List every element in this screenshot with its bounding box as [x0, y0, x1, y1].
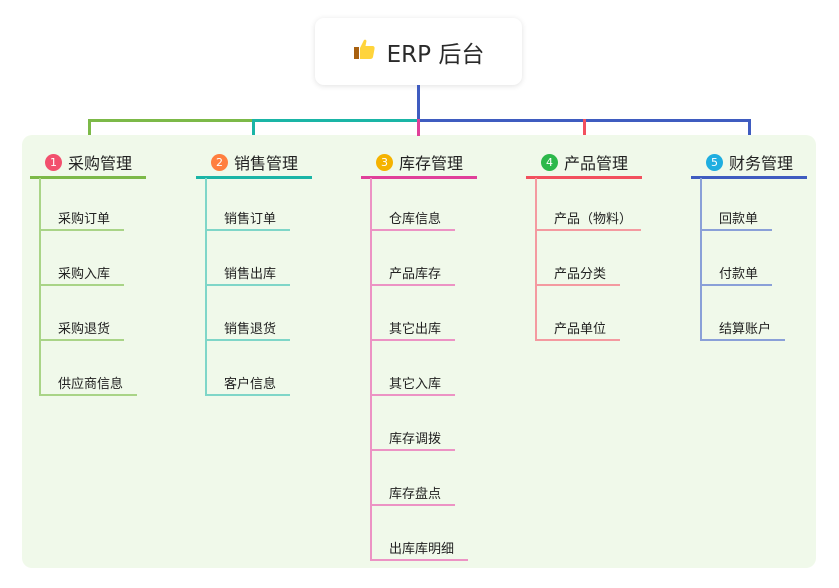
connector-horizontal [89, 119, 254, 122]
list-item[interactable]: 结算账户 [719, 322, 772, 337]
list-item[interactable]: 库存调拨 [389, 432, 442, 447]
item-underline [205, 394, 290, 396]
item-underline [39, 394, 137, 396]
item-underline [205, 339, 290, 341]
item-underline [39, 229, 124, 231]
list-item[interactable]: 客户信息 [224, 377, 277, 392]
list-item[interactable]: 其它出库 [389, 322, 442, 337]
number-badge: 4 [541, 153, 558, 171]
branch-label: 销售管理 [234, 154, 299, 173]
list-item[interactable]: 供应商信息 [58, 377, 124, 392]
list-item[interactable]: 仓库信息 [389, 212, 442, 227]
connector-root-trunk [417, 85, 420, 121]
branch-spine [39, 178, 41, 395]
item-underline [535, 339, 620, 341]
list-item[interactable]: 产品（物料） [554, 212, 633, 227]
item-underline [205, 229, 290, 231]
number-badge: 1 [45, 153, 62, 171]
branch-label: 库存管理 [399, 154, 464, 173]
item-underline [535, 229, 641, 231]
item-underline [370, 504, 455, 506]
item-underline [370, 394, 455, 396]
connector-drop [748, 119, 751, 135]
list-item[interactable]: 产品分类 [554, 267, 607, 282]
list-item[interactable]: 付款单 [719, 267, 759, 282]
list-item[interactable]: 出库库明细 [389, 542, 455, 557]
item-underline [700, 229, 772, 231]
item-underline [39, 339, 124, 341]
list-item[interactable]: 采购退货 [58, 322, 111, 337]
list-item[interactable]: 销售退货 [224, 322, 277, 337]
branch-underline [361, 176, 477, 179]
diagram-background [22, 135, 816, 568]
branch-label: 采购管理 [68, 154, 133, 173]
branch-label: 财务管理 [729, 154, 794, 173]
branch-label: 产品管理 [564, 154, 629, 173]
thumbs-up-icon [353, 37, 377, 67]
branch-header[interactable]: 2 销售管理 [211, 150, 298, 174]
branch-underline [526, 176, 642, 179]
connector-drop [252, 119, 255, 135]
branch-header[interactable]: 4 产品管理 [541, 150, 628, 174]
list-item[interactable]: 销售订单 [224, 212, 277, 227]
root-title: ERP 后台 [386, 41, 485, 68]
item-underline [39, 284, 124, 286]
branch-spine [205, 178, 207, 395]
connector-horizontal [253, 119, 419, 122]
item-underline [700, 339, 785, 341]
connector-drop [88, 119, 91, 135]
item-underline [205, 284, 290, 286]
root-node[interactable]: ERP 后台 [315, 18, 522, 85]
list-item[interactable]: 销售出库 [224, 267, 277, 282]
item-underline [535, 284, 620, 286]
branch-spine [700, 178, 702, 340]
branch-underline [30, 176, 146, 179]
branch-spine [535, 178, 537, 340]
branch-header[interactable]: 3 库存管理 [376, 150, 463, 174]
number-badge: 5 [706, 153, 723, 171]
item-underline [700, 284, 772, 286]
list-item[interactable]: 回款单 [719, 212, 759, 227]
list-item[interactable]: 采购订单 [58, 212, 111, 227]
list-item[interactable]: 采购入库 [58, 267, 111, 282]
connector-drop [583, 119, 586, 135]
connector-drop [417, 119, 420, 136]
branch-header[interactable]: 1 采购管理 [45, 150, 132, 174]
branch-underline [691, 176, 807, 179]
branch-header[interactable]: 5 财务管理 [706, 150, 793, 174]
item-underline [370, 559, 468, 561]
item-underline [370, 449, 455, 451]
list-item[interactable]: 库存盘点 [389, 487, 442, 502]
item-underline [370, 229, 455, 231]
number-badge: 2 [211, 153, 228, 171]
number-badge: 3 [376, 153, 393, 171]
item-underline [370, 284, 455, 286]
branch-spine [370, 178, 372, 560]
list-item[interactable]: 其它入库 [389, 377, 442, 392]
list-item[interactable]: 产品单位 [554, 322, 607, 337]
branch-underline [196, 176, 312, 179]
item-underline [370, 339, 455, 341]
list-item[interactable]: 产品库存 [389, 267, 442, 282]
